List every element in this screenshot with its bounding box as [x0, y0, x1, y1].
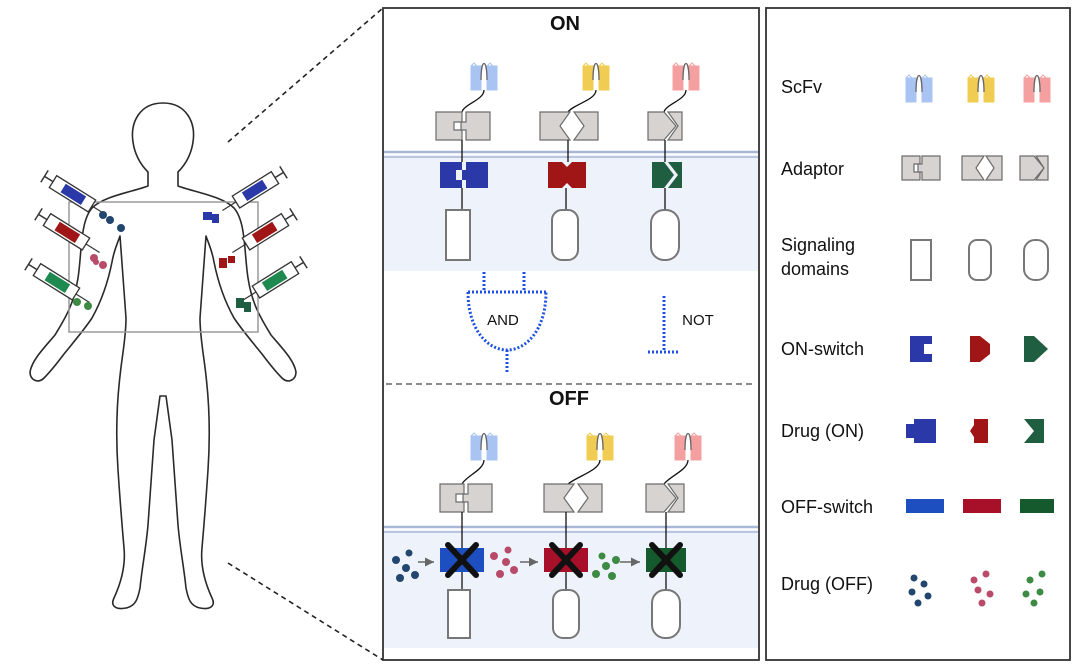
on-switch-icon	[910, 336, 932, 362]
signaling-domain-icon	[968, 239, 992, 281]
syringe-icon	[242, 255, 308, 301]
off-column-3	[592, 432, 702, 639]
not-gate-icon	[648, 296, 680, 354]
legend-label-off-switch: OFF-switch	[781, 497, 873, 517]
drug-off-dots	[490, 546, 518, 578]
legend-label-signaling-1: Signaling	[781, 235, 855, 255]
on-switch-icon	[652, 162, 682, 188]
drug-icon	[970, 419, 988, 443]
and-gate-icon	[466, 272, 548, 372]
drug-off-dots-green	[73, 298, 92, 310]
legend-label-signaling-2: domains	[781, 259, 849, 279]
off-switch-icon	[1020, 499, 1054, 513]
on-switch-icon	[970, 336, 990, 362]
signaling-domain-icon	[650, 209, 680, 261]
syringe-icon	[24, 257, 90, 303]
adaptor-icon	[645, 483, 685, 513]
on-switch-icon	[1024, 336, 1048, 362]
adaptor-icon	[439, 483, 493, 513]
off-switch-icon	[906, 499, 944, 513]
drug-off-dots-red	[90, 254, 107, 269]
zoom-region-box	[68, 201, 259, 333]
adaptor-icon	[647, 111, 683, 141]
body-figure	[24, 102, 308, 610]
drug-icon	[970, 570, 994, 607]
mechanism-panel: ON	[382, 7, 760, 661]
legend-label-adaptor: Adaptor	[781, 159, 844, 179]
drug-icon	[908, 574, 932, 607]
on-column-2	[539, 62, 610, 261]
signaling-domain-icon	[445, 209, 471, 261]
drug-icon	[906, 419, 936, 443]
adaptor-icon	[435, 111, 491, 141]
not-label: NOT	[682, 312, 714, 329]
off-title: OFF	[549, 388, 589, 410]
off-column-1	[392, 432, 498, 639]
signaling-domain-icon	[910, 239, 932, 281]
adaptor-icon	[539, 111, 599, 141]
signaling-domain-icon	[552, 589, 580, 639]
signaling-domain-icon	[447, 589, 471, 639]
signaling-domain-icon	[551, 209, 579, 261]
on-column-3	[647, 62, 700, 261]
legend-label-drug-on: Drug (ON)	[781, 421, 864, 441]
drug-off-dots	[592, 552, 620, 580]
legend-label-scfv: ScFv	[781, 77, 822, 97]
on-switch-icon	[548, 162, 586, 188]
drug-on-red	[219, 256, 235, 268]
syringe-icon	[232, 207, 298, 253]
on-title: ON	[550, 13, 580, 35]
adaptor-icon	[543, 483, 603, 513]
drug-on-green	[236, 298, 251, 312]
drug-off-dots	[392, 549, 419, 582]
signaling-domain-icon	[651, 589, 681, 639]
legend-label-on-switch: ON-switch	[781, 339, 864, 359]
off-column-2	[490, 432, 614, 639]
syringe-icon	[34, 207, 100, 253]
drug-on-blue	[203, 212, 219, 223]
legend-label-drug-off: Drug (OFF)	[781, 574, 873, 594]
drug-icon	[1022, 570, 1046, 607]
drug-off-dots-blue	[99, 211, 125, 232]
drug-icon	[1024, 419, 1044, 443]
legend-panel: ScFv Adaptor Signaling domains ON-switch…	[765, 7, 1071, 661]
zoom-line-bottom	[227, 562, 384, 661]
body-silhouette-icon	[29, 102, 297, 610]
signaling-domain-icon	[1023, 239, 1049, 281]
and-label: AND	[487, 312, 519, 329]
zoom-line-top	[227, 7, 384, 143]
off-switch-icon	[963, 499, 1001, 513]
syringe-icon	[222, 165, 288, 211]
adaptor-icon	[901, 155, 1049, 181]
on-column-1	[435, 62, 498, 261]
syringe-icon	[40, 169, 106, 215]
on-switch-icon	[440, 162, 488, 188]
